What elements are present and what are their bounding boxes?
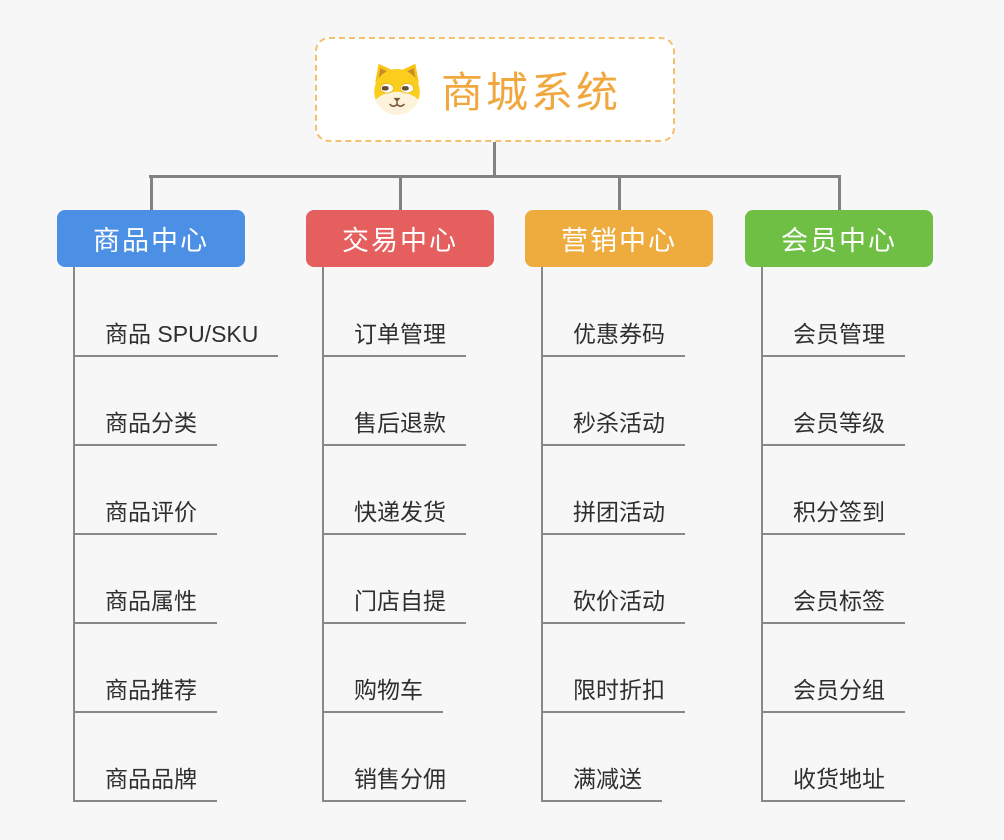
branch-node[interactable]: 营销中心 [525,210,713,267]
connector-branch-drop [149,175,153,210]
leaf-node[interactable]: 限时折扣 [541,669,685,713]
leaf-node[interactable]: 购物车 [322,669,443,713]
connector-branch-drop [398,175,402,210]
leaf-node[interactable]: 商品品牌 [73,758,217,802]
leaf-node[interactable]: 积分签到 [761,491,905,535]
leaf-node[interactable]: 会员分组 [761,669,905,713]
leaf-node[interactable]: 售后退款 [322,402,466,446]
connector-bus [149,175,841,178]
leaf-node[interactable]: 砍价活动 [541,580,685,624]
leaf-node[interactable]: 收货地址 [761,758,905,802]
root-node-mall-system[interactable]: 商城系统 [315,37,675,142]
leaf-node[interactable]: 商品推荐 [73,669,217,713]
leaf-node[interactable]: 拼团活动 [541,491,685,535]
leaf-node[interactable]: 商品 SPU/SKU [73,313,279,357]
leaf-node[interactable]: 优惠券码 [541,313,685,357]
branch-node[interactable]: 商品中心 [57,210,245,267]
dog-face-icon [369,62,425,118]
leaf-node[interactable]: 秒杀活动 [541,402,685,446]
leaf-node[interactable]: 销售分佣 [322,758,466,802]
leaf-node[interactable]: 满减送 [541,758,662,802]
leaf-node[interactable]: 会员管理 [761,313,905,357]
leaf-node[interactable]: 商品评价 [73,491,217,535]
connector-branch-drop [617,175,621,210]
leaf-node[interactable]: 门店自提 [322,580,466,624]
leaf-node[interactable]: 商品分类 [73,402,217,446]
branch-node[interactable]: 交易中心 [306,210,494,267]
branch-node[interactable]: 会员中心 [745,210,933,267]
leaf-node[interactable]: 会员等级 [761,402,905,446]
leaf-node[interactable]: 会员标签 [761,580,905,624]
connector-root-drop [493,142,496,178]
leaf-node[interactable]: 快递发货 [322,491,466,535]
leaf-node[interactable]: 商品属性 [73,580,217,624]
leaf-node[interactable]: 订单管理 [322,313,466,357]
connector-branch-drop [837,175,841,210]
root-title: 商城系统 [440,69,621,116]
